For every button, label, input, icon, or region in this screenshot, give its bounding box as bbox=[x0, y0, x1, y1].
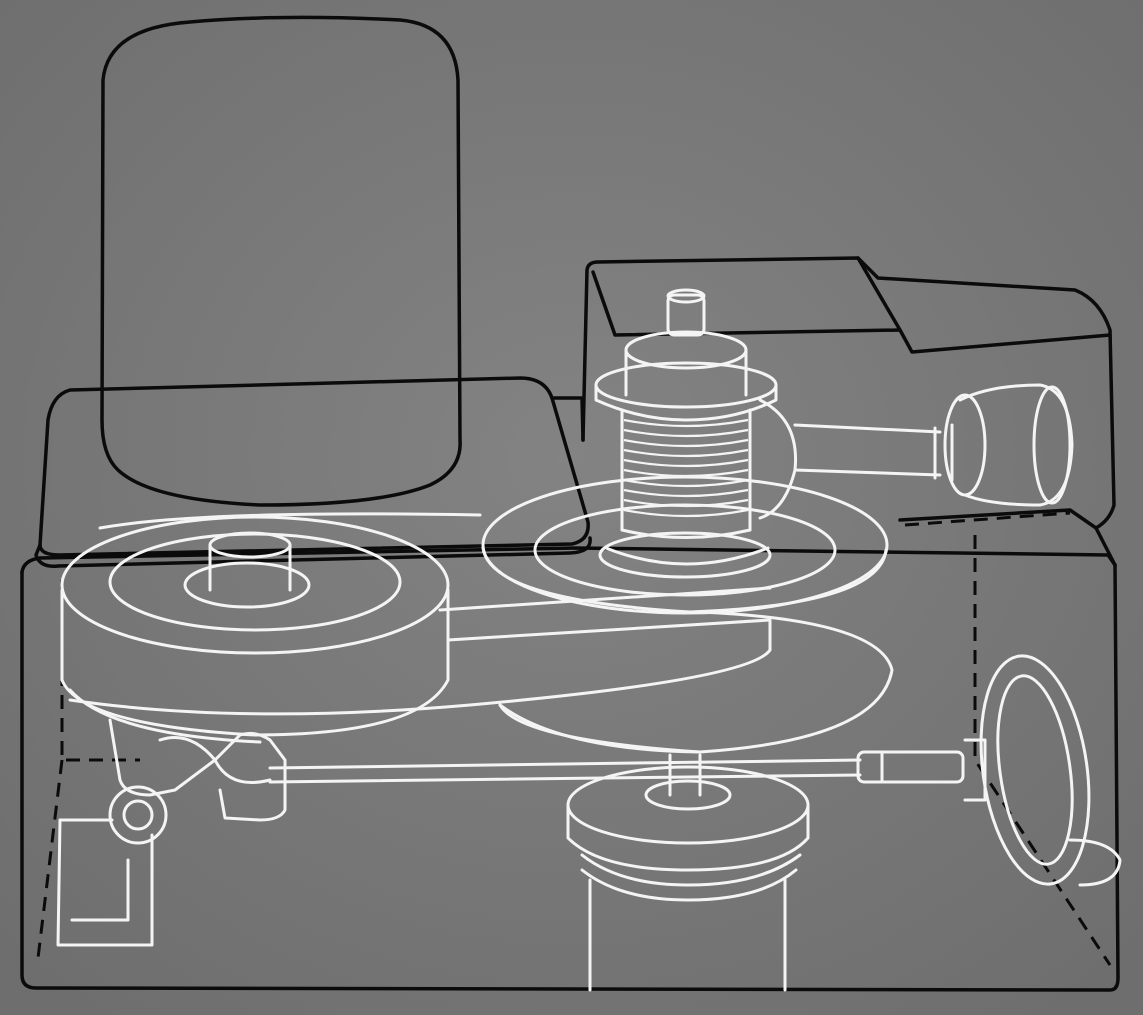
drive-belt bbox=[68, 512, 772, 716]
motor-housing bbox=[100, 15, 462, 507]
internal-mechanism bbox=[56, 288, 1122, 992]
left-pulley-hub bbox=[208, 531, 292, 592]
worm-arm bbox=[758, 398, 954, 520]
motor-base-back-step bbox=[550, 396, 585, 442]
lower-disc bbox=[498, 610, 894, 754]
bottom-pulley bbox=[566, 753, 810, 992]
handwheel bbox=[963, 654, 1122, 887]
right-roller bbox=[943, 383, 1074, 507]
gear-box-step bbox=[856, 256, 902, 332]
hidden-edge-left-bottom bbox=[36, 759, 64, 959]
housing-front-face bbox=[20, 563, 1120, 992]
left-linkage bbox=[56, 718, 287, 947]
housing-top-edge bbox=[20, 546, 1117, 574]
gear-box-lower-edge bbox=[898, 508, 1098, 530]
hidden-edge-top bbox=[904, 511, 1071, 527]
hidden-edge-right bbox=[973, 535, 1112, 966]
coil-spindle bbox=[594, 288, 778, 566]
motor-base-plate-lip bbox=[34, 536, 592, 569]
gear-box-cover bbox=[581, 256, 1117, 567]
